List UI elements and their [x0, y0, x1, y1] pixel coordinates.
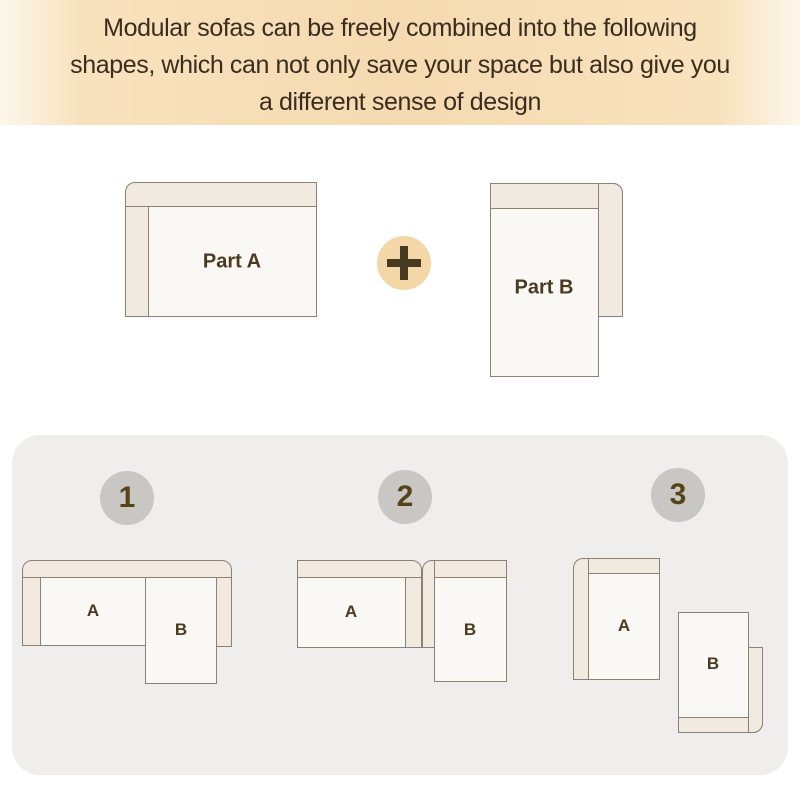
part-b-armrest: [598, 183, 623, 317]
part-b-seat: [490, 208, 599, 377]
combo-2-a-backrest: [297, 560, 422, 578]
combo-2-b-backrest: [434, 560, 507, 578]
combo-3-label-a: A: [617, 616, 631, 635]
header-line-3: a different sense of design: [259, 88, 541, 116]
combo-3-label-b: B: [706, 654, 720, 673]
combo-2-label-b: B: [463, 620, 477, 639]
part-b-diagram: Part B: [490, 183, 623, 377]
combo-1-seat-a: [40, 577, 146, 646]
combo-2-seat-b: [434, 577, 507, 682]
combo-3-a-backrest: [588, 558, 660, 574]
combo-2-diagram: A B: [297, 560, 507, 682]
part-a-seat: [148, 206, 317, 317]
combo-2-a-armrest: [405, 577, 422, 648]
combo-1-seat-b: [145, 577, 217, 684]
part-a-diagram: Part A: [125, 182, 317, 317]
combo-1-right-armrest: [216, 577, 232, 647]
combo-2-number-badge: 2: [378, 470, 432, 524]
header-banner: Modular sofas can be freely combined int…: [0, 0, 800, 125]
combo-1-label-a: A: [86, 601, 100, 620]
plus-icon-bar-vertical: [400, 246, 408, 280]
header-line-1: Modular sofas can be freely combined int…: [103, 14, 697, 42]
combo-2-label-a: A: [344, 602, 358, 621]
combo-1-diagram: A B: [22, 560, 232, 684]
combo-1-number-badge: 1: [100, 471, 154, 525]
part-a-label: Part A: [202, 250, 262, 273]
combo-3-b-armrest: [748, 647, 763, 733]
part-a-backrest: [125, 182, 317, 207]
header-line-2: shapes, which can not only save your spa…: [70, 51, 730, 79]
combo-1-backrest: [22, 560, 232, 578]
combo-1-left-armrest: [22, 577, 41, 646]
plus-icon: [377, 236, 431, 290]
combo-3-a-armrest: [573, 558, 589, 680]
combo-3-seat-a: [588, 573, 660, 680]
part-a-armrest: [125, 206, 149, 317]
combo-3-number-badge: 3: [651, 468, 705, 522]
combo-1-label-b: B: [174, 620, 188, 639]
combo-3-part-a-diagram: A: [573, 558, 660, 680]
combo-2-seat-a: [297, 577, 406, 648]
part-b-label: Part B: [514, 276, 574, 299]
combo-3-part-b-diagram: B: [678, 612, 763, 733]
